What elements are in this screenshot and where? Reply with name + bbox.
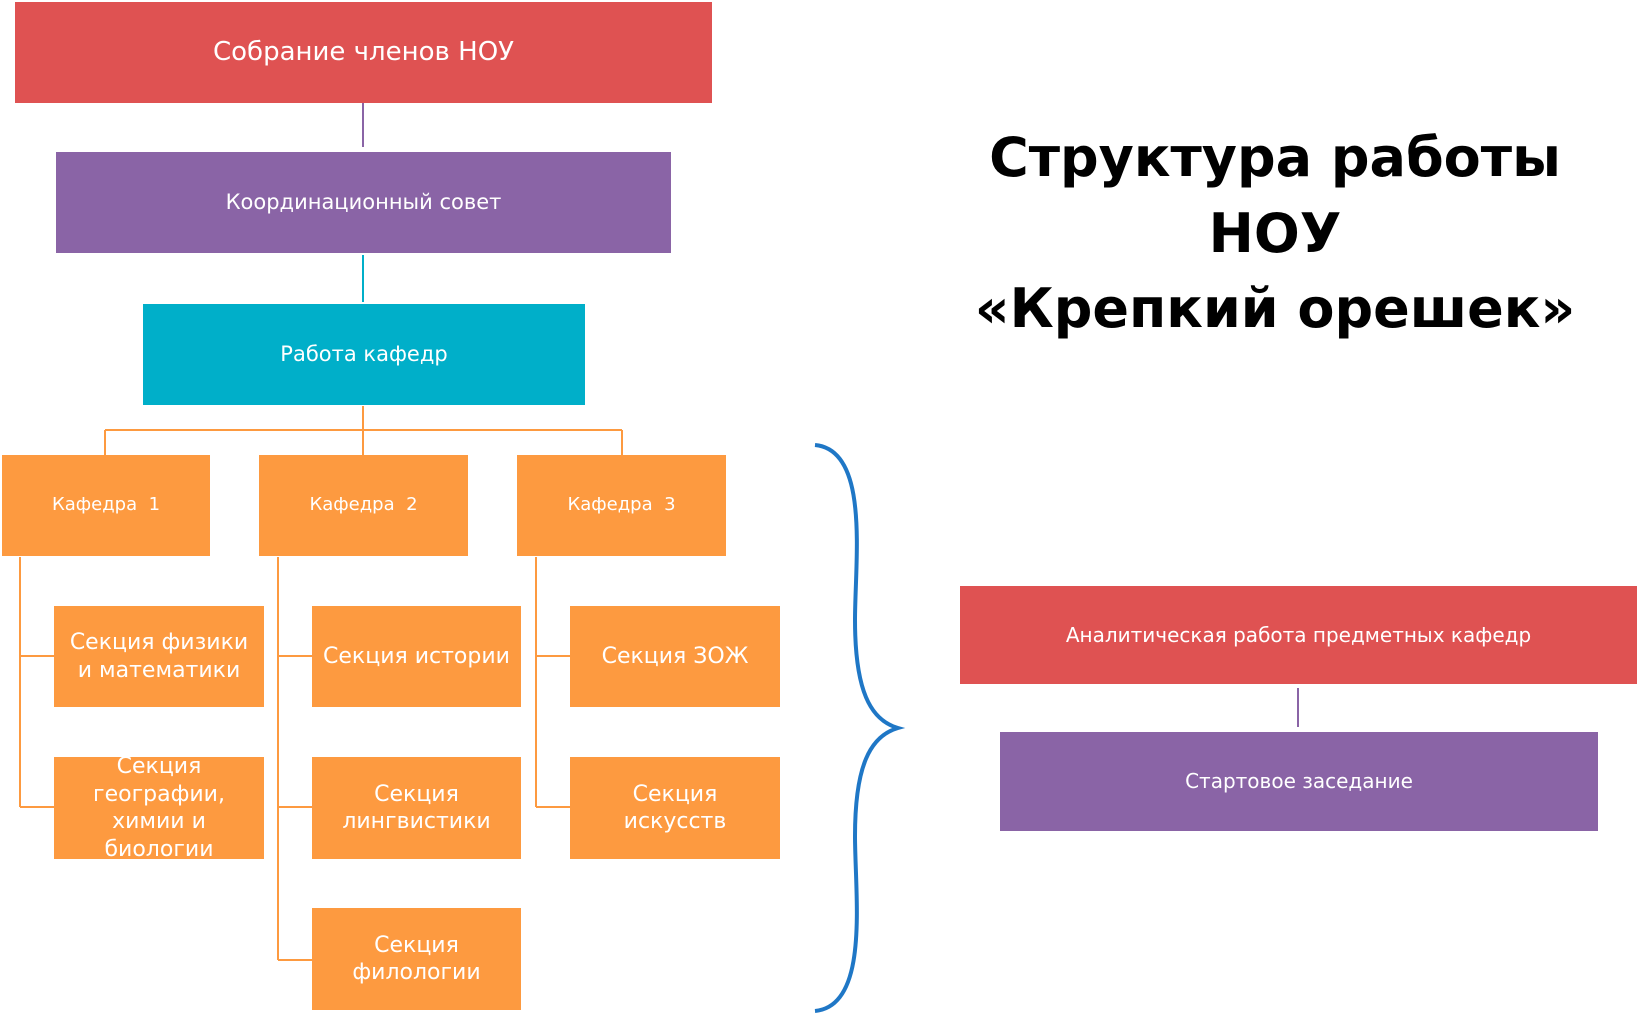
section-box: Секция истории <box>312 606 521 707</box>
section-label: Секция лингвистики <box>342 781 491 835</box>
council-label: Координационный совет <box>225 190 502 215</box>
connector-dept3-sections <box>535 557 570 808</box>
connector-dept1-sections <box>19 557 54 808</box>
section-label: Секция филологии <box>352 932 481 986</box>
section-box: Секция лингвистики <box>312 757 521 859</box>
department-1-box: Кафедра 1 <box>2 455 210 556</box>
section-box: Секция физики и математики <box>54 606 264 707</box>
council-box: Координационный совет <box>56 152 671 253</box>
section-box: Секция филологии <box>312 908 521 1010</box>
start-meeting-box: Стартовое заседание <box>1000 732 1598 831</box>
connector-dept2-sections <box>277 557 312 961</box>
departments-work-box: Работа кафедр <box>143 304 585 405</box>
section-label: Секция физики и математики <box>69 630 249 683</box>
section-label: Секция ЗОЖ <box>601 643 749 669</box>
analytics-label: Аналитическая работа предметных кафедр <box>1065 622 1532 647</box>
page-title-line-1: Структура работы НОУ <box>989 126 1561 265</box>
department-3-box: Кафедра 3 <box>517 455 726 556</box>
department-3-label: Кафедра 3 <box>567 494 676 516</box>
assembly-label: Собрание членов НОУ <box>212 37 515 68</box>
curly-brace <box>814 443 906 1013</box>
department-2-box: Кафедра 2 <box>259 455 468 556</box>
department-1-label: Кафедра 1 <box>51 494 161 516</box>
section-label: Секция истории <box>323 643 510 669</box>
section-label: Секция искусств <box>623 781 727 835</box>
section-box: Секция географии, химии и биологии <box>54 754 264 862</box>
connector-departments <box>104 406 623 455</box>
analytics-box: Аналитическая работа предметных кафедр <box>960 586 1637 684</box>
section-label: Секция географии, химии и биологии <box>93 754 225 862</box>
start-meeting-label: Стартовое заседание <box>1185 769 1413 793</box>
departments-work-label: Работа кафедр <box>280 342 448 367</box>
assembly-box: Собрание членов НОУ <box>15 2 712 103</box>
page-title: Структура работы НОУ «Крепкий орешек» <box>935 120 1615 347</box>
page-title-line-2: «Крепкий орешек» <box>974 277 1576 341</box>
section-box: Секция искусств <box>570 757 780 859</box>
department-2-label: Кафедра 2 <box>309 494 418 516</box>
section-box: Секция ЗОЖ <box>570 606 780 707</box>
